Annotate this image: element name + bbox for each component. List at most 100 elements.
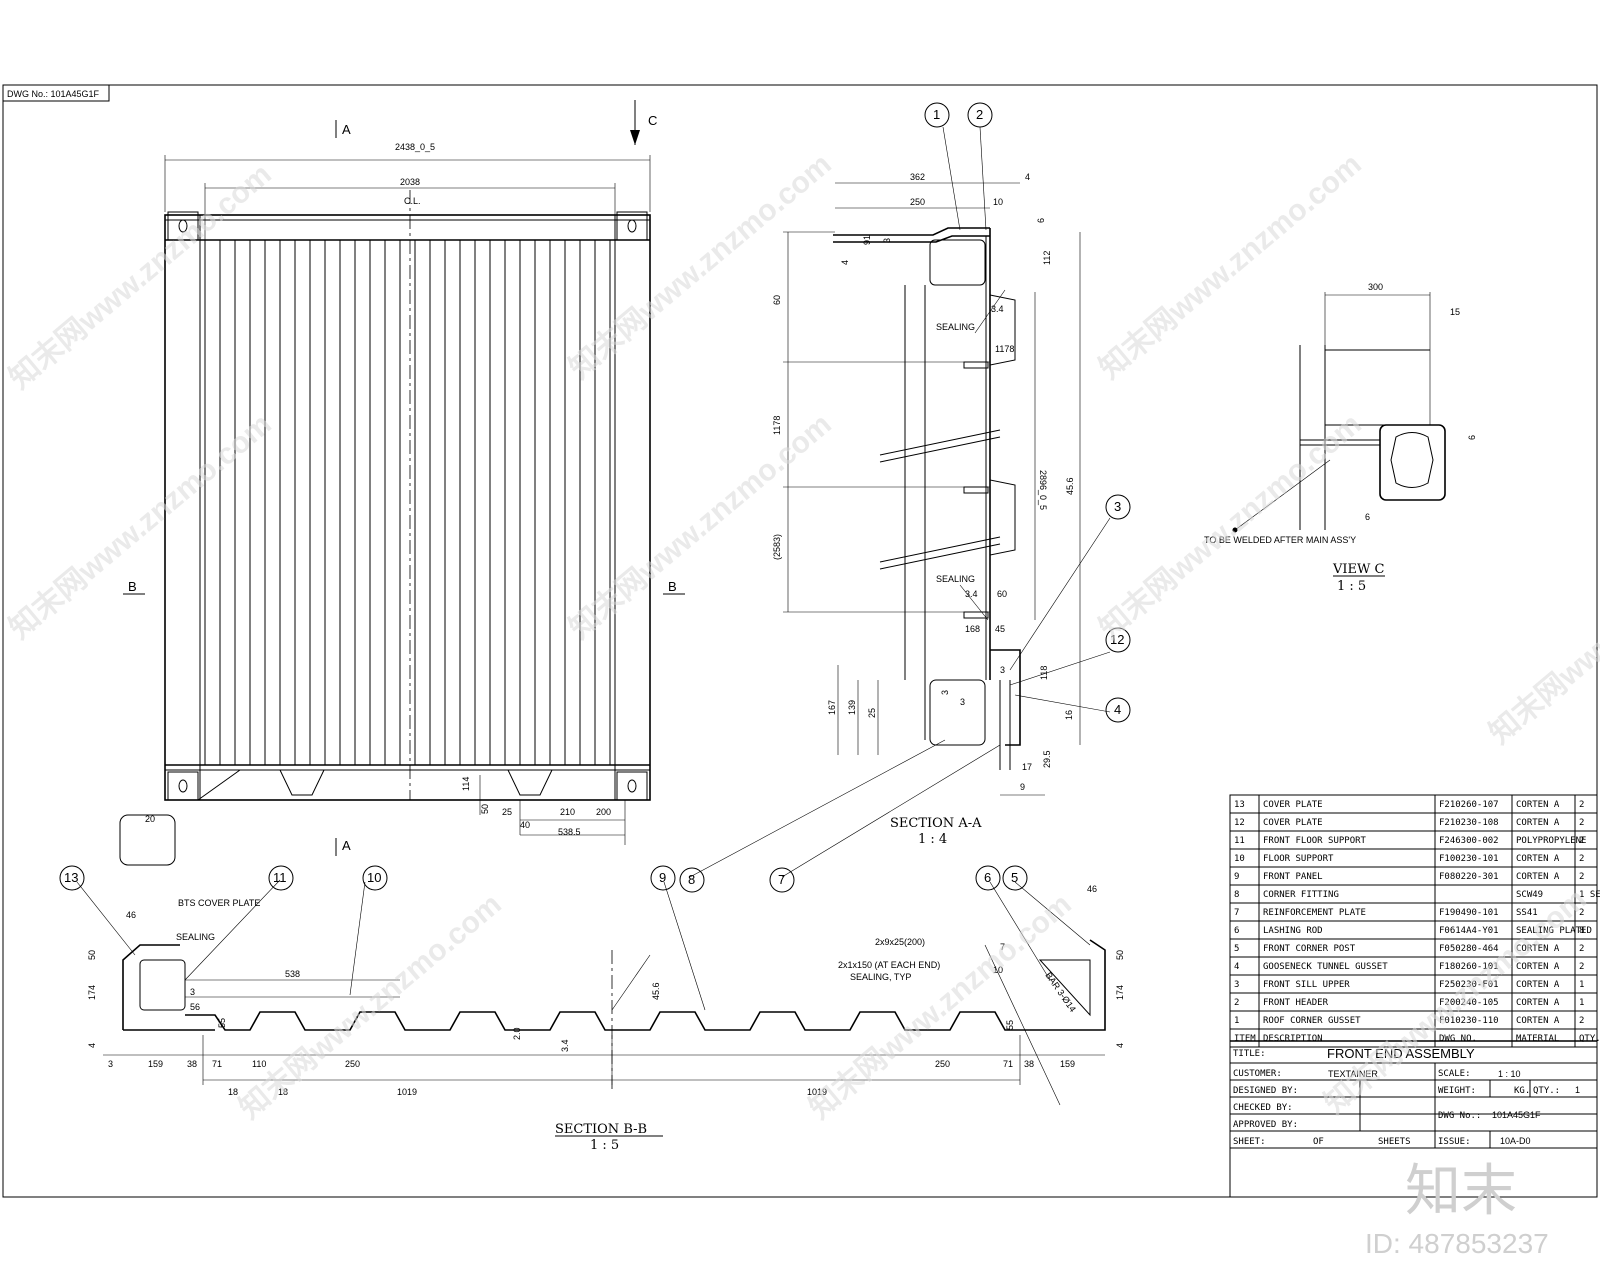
bom-cell: F050280-464	[1439, 944, 1499, 954]
dim-25: 3	[940, 690, 950, 695]
bom-cell: LASHING ROD	[1263, 926, 1323, 936]
bb-dim-3-b: 3	[190, 987, 195, 997]
view-c-dim-6: 6	[1467, 435, 1477, 440]
bb-dim-1019-left: 1019	[397, 1087, 417, 1097]
dim-3: 3	[882, 238, 892, 243]
view-c-corner-fitting	[1379, 424, 1446, 501]
bb-dim-38: 38	[187, 1059, 197, 1069]
bb-dim-46-r: 46	[1087, 884, 1097, 894]
bom-cell: F080220-301	[1439, 872, 1499, 882]
bb-dim-7: 7	[1000, 942, 1005, 952]
tb-approved-label: APPROVED BY:	[1233, 1120, 1298, 1130]
bom-cell: ROOF CORNER GUSSET	[1263, 1016, 1361, 1026]
tb-qty: 1	[1575, 1085, 1580, 1095]
view-c-dim-300: 300	[1368, 282, 1383, 292]
bottom-corner-fitting	[929, 679, 986, 746]
section-b-mark-right: B	[668, 579, 677, 594]
bom-cell: F0614A4-Y01	[1439, 926, 1499, 936]
tb-issue-label: ISSUE:	[1438, 1137, 1471, 1147]
bb-dim-55: 55	[217, 1018, 227, 1028]
bom-cell: SEALING PLATED	[1516, 926, 1592, 936]
view-c-title: VIEW C	[1332, 562, 1385, 577]
tb-sheets-label: SHEETS	[1378, 1137, 1411, 1147]
bom-cell: 11	[1234, 836, 1245, 846]
bom-cell: 2	[1579, 836, 1584, 846]
detail-corner	[119, 814, 176, 866]
view-c-note: TO BE WELDED AFTER MAIN ASS'Y	[1204, 535, 1356, 545]
dim-270: 60	[772, 295, 782, 305]
dim-50: 50	[480, 804, 490, 814]
section-aa-title: SECTION A-A	[890, 816, 982, 831]
bb-sealing-typ: SEALING, TYP	[850, 972, 911, 982]
dim-40: 40	[520, 820, 530, 830]
bom-cell: CORTEN A	[1516, 1016, 1560, 1026]
dim-6: 6	[1036, 218, 1046, 223]
bb-dim-71: 71	[212, 1059, 222, 1069]
bb-dim-10: 10	[993, 965, 1003, 975]
bb-dim-4: 4	[87, 1043, 97, 1048]
bb-dim-538: 538	[285, 969, 300, 979]
svg-text:5: 5	[1011, 870, 1018, 885]
bom-cell: CORTEN A	[1516, 944, 1560, 954]
bom-cell: FLOOR SUPPORT	[1263, 854, 1334, 864]
watermark-7: 知末网www.znzmo.com	[233, 888, 507, 1126]
balloon-6: 6	[975, 865, 1001, 891]
bom-cell: 2	[1234, 998, 1239, 1008]
bb-dim-71-r: 71	[1003, 1059, 1013, 1069]
bom-cell: 2	[1579, 1016, 1584, 1026]
watermark-4: 知末网www.znzmo.com	[3, 408, 277, 646]
svg-text:8: 8	[688, 872, 695, 887]
bom-cell: F210260-107	[1439, 800, 1499, 810]
dim-3-4: 3.4	[991, 304, 1004, 314]
bom-cell: 1 SET	[1579, 890, 1600, 900]
dim-112: 112	[1042, 251, 1052, 265]
balloon-5: 5	[1002, 865, 1028, 891]
bom-cell: F190490-101	[1439, 908, 1499, 918]
view-c-scale: 1 : 5	[1337, 579, 1366, 594]
dim-4-b: 4	[840, 260, 850, 265]
balloon-3: 3	[1105, 494, 1131, 520]
bts-cover-plate-label: BTS COVER PLATE	[178, 898, 260, 908]
tb-of-label: OF	[1313, 1137, 1324, 1147]
corner-fitting-tr	[616, 211, 648, 241]
front-view: 2438_0_5 2038 C.L. A A C B B 114 50 25 4…	[123, 100, 685, 856]
watermark-id: ID: 487853237	[1365, 1228, 1549, 1259]
corner-fitting-bl	[167, 771, 199, 801]
dim-29-5: 9	[1020, 782, 1025, 792]
dim-overall-width: 2438_0_5	[395, 142, 435, 152]
watermarks: 知末网www.znzmo.com 知末网www.znzmo.com 知末网www…	[3, 148, 1600, 1259]
bom-cell: CORTEN A	[1516, 854, 1560, 864]
bb-dim-1019-right: 1019	[807, 1087, 827, 1097]
svg-text:9: 9	[659, 870, 666, 885]
sealing-label-2: SEALING	[936, 574, 975, 584]
corner-fitting-tl	[167, 211, 199, 241]
bom-cell: CORNER FITTING	[1263, 890, 1339, 900]
dim-362: 362	[910, 172, 925, 182]
view-c-dim-15: 15	[1450, 307, 1460, 317]
bom-cell: CORTEN A	[1516, 818, 1560, 828]
balloon-10: 10	[362, 865, 388, 891]
dim-45: 168	[965, 624, 980, 634]
tb-qty-label: QTY.:	[1533, 1086, 1560, 1096]
bom-cell: 2	[1579, 818, 1584, 828]
bb-dim-250-r: 250	[935, 1059, 950, 1069]
dim-200: 200	[596, 807, 611, 817]
bb-dim-2-0: 2.0	[512, 1027, 522, 1040]
bom-cell: 1	[1579, 998, 1584, 1008]
bom-cell: 2	[1579, 944, 1584, 954]
dim-3-4-b: 60	[997, 589, 1007, 599]
bom-cell: 2	[1579, 872, 1584, 882]
dim-118: 16	[1064, 710, 1074, 720]
dim-91: 91	[862, 235, 872, 245]
balloon-4: 4	[1105, 697, 1131, 723]
bb-dim-4-r: 4	[1115, 1043, 1125, 1048]
dim-210: 210	[560, 807, 575, 817]
dim-25: 25	[502, 807, 512, 817]
bb-dim-174-r: 174	[1115, 985, 1125, 1000]
dim-2896: 45.6	[1065, 477, 1075, 495]
bom-header-cell: DESCRIPTION	[1263, 1034, 1323, 1044]
view-c-dim-6-b: 6	[1365, 512, 1370, 522]
balloon-1: 1	[924, 102, 950, 128]
bom-cell: CORTEN A	[1516, 800, 1560, 810]
bom-cell: 9	[1234, 872, 1239, 882]
